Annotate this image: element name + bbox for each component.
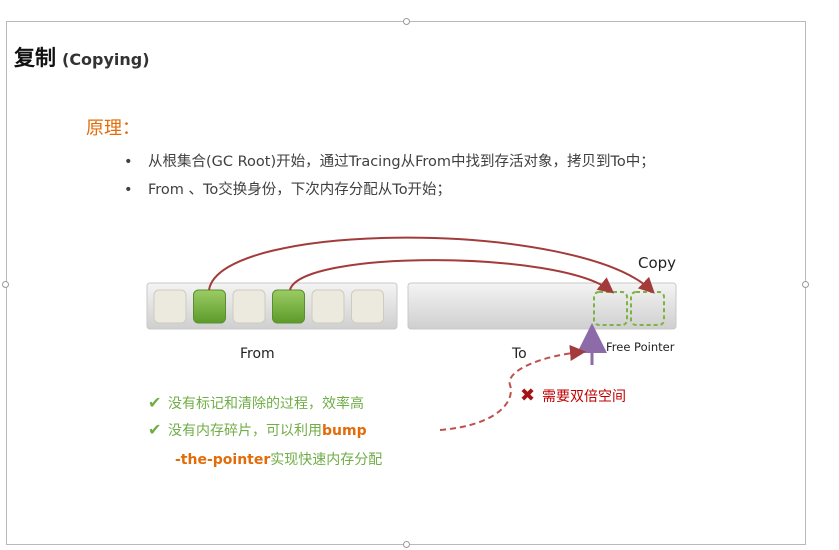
bullet-1: • 从根集合(GC Root)开始，通过Tracing从From中找到存活对象，拷… [124,150,655,171]
empty-cell [351,289,384,324]
pro-item-2: ✔ 没有内存碎片，可以利用bump [148,420,367,440]
con-item-1: ✖ 需要双倍空间 [520,385,626,406]
pro-bold: -the-pointer [175,452,271,468]
title-main: 复制 [14,46,56,70]
to-space [407,282,677,330]
pro-item-1: ✔ 没有标记和清除的过程，效率高 [148,393,364,413]
empty-cell [232,289,266,324]
empty-cell [153,289,187,324]
pro-item-3: -the-pointer实现快速内存分配 [175,449,382,469]
from-label: From [240,346,275,362]
pro-bold: bump [322,423,367,439]
check-icon: ✔ [148,420,162,439]
principle-heading: 原理： [86,118,140,139]
con-text: 需要双倍空间 [542,389,626,405]
copied-object [630,291,665,326]
title-sub: (Copying) [62,50,150,69]
cross-icon: ✖ [520,385,536,406]
bullet-text: From 、To交换身份，下次内存分配从To开始； [148,182,452,198]
to-label: To [512,346,527,362]
copy-label: Copy [638,254,677,272]
pro-text: 没有内存碎片，可以利用 [168,423,322,439]
check-icon: ✔ [148,393,162,412]
copy-arrow [289,259,615,294]
bullet-dot: • [124,182,133,198]
pro-text: 实现快速内存分配 [270,452,383,468]
copied-object [593,291,628,326]
resize-handle[interactable] [802,281,809,288]
bullet-text: 从根集合(GC Root)开始，通过Tracing从From中找到存活对象，拷贝… [148,154,655,170]
live-object-cell [272,289,305,324]
resize-handle[interactable] [403,541,410,548]
copy-arrow [208,236,655,294]
resize-handle[interactable] [2,281,9,288]
free-pointer-label: Free Pointer [606,340,675,354]
live-object-cell [193,289,226,324]
resize-handle[interactable] [403,18,410,25]
bullet-dot: • [124,154,133,170]
bullet-2: • From 、To交换身份，下次内存分配从To开始； [124,178,451,199]
empty-cell [311,289,345,324]
pro-text: 没有标记和清除的过程，效率高 [168,396,364,412]
dashed-connector [439,344,586,431]
slide-title: 复制 (Copying) [14,42,150,72]
